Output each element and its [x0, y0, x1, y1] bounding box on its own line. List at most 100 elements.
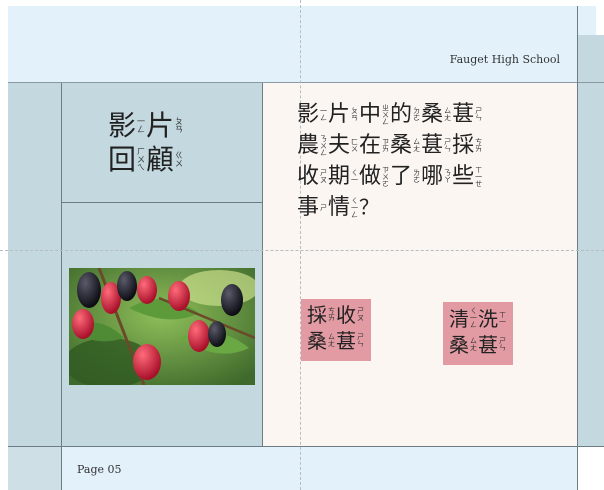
zhuyin: ㄑ一ㄥ [351, 197, 359, 219]
zhuyin-symbol: ㄌ [413, 169, 421, 177]
hanzi: 期 [328, 164, 351, 189]
zhuyin: ㄑ一ㄥ [470, 308, 477, 329]
ruby-char: 情ㄑ一ㄥ [328, 197, 358, 219]
zhuyin-symbol: ㄕ [444, 138, 452, 146]
zhuyin-symbol: ㄨ [382, 172, 390, 181]
text-line: 採ㄘㄞ收ㄕㄡ [307, 305, 365, 325]
zhuyin-symbol: ㄑ [470, 307, 477, 315]
zhuyin-symbol: ㄥ [351, 210, 359, 219]
zhuyin-symbol: ㄨ [382, 110, 390, 119]
hanzi: 影 [108, 109, 137, 142]
hanzi: 收 [336, 303, 356, 327]
ruby-char: 桑ㄙㄤ [390, 135, 420, 157]
header-right-divider [577, 6, 578, 83]
ruby-char: 影一ㄥ [108, 112, 145, 140]
zhuyin-symbol: ㄚ [444, 176, 452, 184]
text-line: 影一ㄥ片ㄆㄢ中ㄓㄨㄥ的ㄉㄜ桑ㄙㄤ葚ㄕㄣ [297, 104, 557, 126]
zhuyin-symbol: 一 [351, 203, 359, 212]
text-line: 農ㄋㄨㄥ夫ㄈㄨ在ㄗㄞ桑ㄙㄤ葚ㄕㄣ採ㄘㄞ [297, 135, 557, 157]
zhuyin-symbol: ㄢ [175, 125, 184, 134]
footer-divider [8, 446, 604, 447]
text-line: 影一ㄥ片ㄆㄢ [108, 112, 184, 140]
zhuyin-symbol: ㄣ [357, 340, 364, 348]
hanzi: 葚 [336, 329, 356, 353]
zhuyin: ㄆㄢ [175, 118, 183, 134]
zhuyin-symbol: ㄝ [475, 179, 483, 188]
zhuyin-symbol: ㄞ [382, 145, 390, 153]
text-line: 桑ㄙㄤ葚ㄕㄣ [449, 335, 507, 355]
zhuyin: ㄆㄢ [351, 108, 358, 122]
hanzi: 桑 [390, 133, 413, 158]
zhuyin: ㄒ一 [499, 311, 506, 326]
hanzi: 農 [297, 133, 320, 158]
hanzi: 採 [307, 303, 327, 327]
zhuyin-symbol: ㄞ [328, 314, 335, 322]
zhuyin: ㄍㄨ [175, 152, 183, 168]
title-divider [61, 202, 262, 203]
zhuyin-symbol: ㄤ [444, 114, 452, 122]
left-panel [8, 83, 262, 446]
answer-option-wash[interactable]: 清ㄑ一ㄥ洗ㄒ一桑ㄙㄤ葚ㄕㄣ [443, 302, 513, 365]
zhuyin-symbol: ㄡ [357, 314, 364, 322]
zhuyin-symbol: ㄤ [328, 340, 335, 348]
zhuyin: ㄋㄚ [444, 170, 451, 184]
zhuyin-symbol: ㄕ [320, 169, 328, 177]
header-band [8, 6, 596, 83]
ruby-char: 農ㄋㄨㄥ [297, 135, 327, 157]
ruby-char: 葚ㄕㄣ [336, 331, 364, 351]
school-name: Fauget High School [449, 53, 560, 66]
zhuyin-symbol: ㄘ [475, 138, 483, 146]
zhuyin-symbol: ㄋ [320, 134, 328, 143]
zhuyin-symbol: ㄆ [175, 117, 184, 126]
footer-left-cell [8, 447, 61, 490]
zhuyin-symbol: ㄙ [328, 333, 335, 341]
zhuyin-symbol: ㄨ [137, 155, 146, 164]
zhuyin: ㄕㄣ [499, 338, 506, 352]
zhuyin: ㄉㄜ [413, 108, 420, 122]
hanzi: 的 [390, 102, 413, 127]
ruby-char: 桑ㄙㄤ [421, 104, 451, 126]
zhuyin-symbol: ㄥ [382, 117, 390, 126]
zhuyin-symbol: ㄜ [413, 176, 421, 184]
ruby-char: 清ㄑ一ㄥ [449, 308, 477, 329]
right-edge-strip-top [578, 35, 604, 83]
ruby-char: 在ㄗㄞ [359, 135, 389, 157]
zhuyin-symbol: ㄏ [137, 147, 146, 156]
zhuyin-symbol: ㄨ [351, 145, 359, 153]
zhuyin-symbol: ㄛ [382, 179, 390, 188]
zhuyin: ㄙㄤ [328, 334, 335, 348]
ruby-char: 片ㄆㄢ [146, 112, 183, 140]
ruby-char: 中ㄓㄨㄥ [359, 104, 389, 126]
zhuyin: ㄕㄣ [357, 334, 364, 348]
text-line: 清ㄑ一ㄥ洗ㄒ一 [449, 308, 507, 329]
zhuyin-symbol: ㄙ [444, 107, 452, 115]
footer-band [8, 447, 578, 490]
hanzi: 了 [390, 164, 413, 189]
zhuyin-symbol: ㄥ [320, 114, 328, 122]
zhuyin-symbol: ㄕ [357, 307, 364, 315]
zhuyin: ㄕㄡ [320, 170, 327, 184]
page-number: Page 05 [77, 463, 122, 476]
zhuyin-symbol: 一 [137, 117, 146, 126]
ruby-char: 哪ㄋㄚ [421, 166, 451, 188]
ruby-char: 顧ㄍㄨ [146, 146, 183, 174]
hanzi: 些 [452, 164, 475, 189]
ruby-char: 桑ㄙㄤ [307, 331, 335, 351]
zhuyin: ㄕㄣ [475, 108, 482, 122]
zhuyin: ㄕㄣ [444, 139, 451, 153]
ruby-char: 了ㄌㄜ [390, 166, 420, 188]
answer-option-harvest[interactable]: 採ㄘㄞ收ㄕㄡ桑ㄙㄤ葚ㄕㄣ [301, 299, 371, 361]
zhuyin-symbol: ㄙ [470, 337, 477, 345]
ruby-char: 葚ㄕㄣ [452, 104, 482, 126]
zhuyin-symbol: 一 [351, 176, 359, 184]
right-edge-strip [578, 83, 604, 446]
zhuyin-symbol: ㄨ [320, 141, 328, 150]
vertical-guide-line [300, 0, 301, 490]
hanzi: 桑 [449, 333, 469, 357]
ruby-char: 做ㄗㄨㄛ [359, 166, 389, 188]
hanzi: 片 [146, 109, 175, 142]
ruby-char: 片ㄆㄢ [328, 104, 358, 126]
zhuyin-symbol: ㄕ [320, 203, 328, 212]
left-margin-divider [61, 83, 62, 490]
question-mark: ？ [359, 195, 380, 219]
